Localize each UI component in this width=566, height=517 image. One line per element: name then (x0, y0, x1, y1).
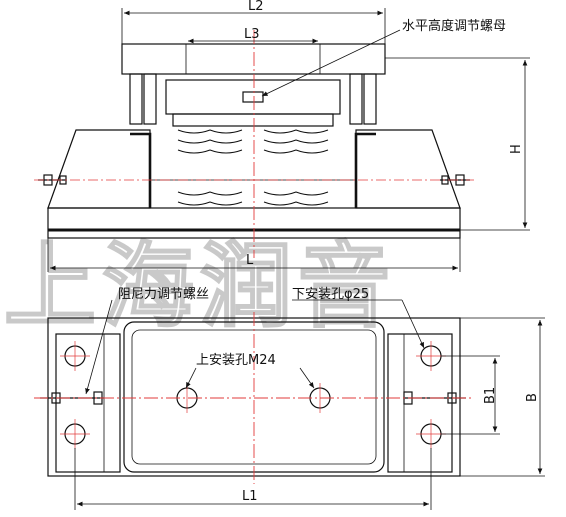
left-column-outer (129, 73, 143, 125)
top-plate (121, 43, 386, 75)
label-h: H (509, 144, 524, 154)
upper-hole-leader-left (185, 367, 197, 389)
lower-hole-leader (401, 299, 425, 349)
upper-springs (177, 129, 329, 154)
left-column-inner (143, 73, 157, 125)
upper-hole-leader-right (299, 367, 315, 389)
label-l: L (246, 253, 254, 268)
label-l1: L1 (242, 489, 258, 504)
plan-dimensions (74, 299, 545, 510)
callout-lower-hole: 下安装孔φ25 (292, 287, 369, 302)
right-column-outer (363, 73, 377, 125)
plan-damping-screw-left (40, 391, 104, 405)
base-body-right (355, 129, 461, 209)
cavity-wall-left (130, 132, 152, 208)
lower-springs (177, 191, 329, 206)
upper-housing (165, 79, 341, 115)
base-body-left (47, 129, 151, 209)
cavity-wall-right (354, 132, 376, 208)
label-b1: B1 (483, 387, 498, 404)
top-inner-plate (185, 43, 321, 75)
front-dimensions (47, 8, 530, 272)
label-l2: L2 (248, 0, 264, 14)
plan-right-block (387, 333, 453, 473)
hole-center-marks (60, 341, 446, 449)
label-b: B (525, 393, 540, 402)
spring-cap-plate (172, 113, 334, 127)
callout-leveling-nut: 水平高度调节螺母 (402, 18, 506, 34)
label-l3: L3 (244, 27, 260, 42)
damping-screw-leader (85, 299, 113, 395)
callout-upper-hole: 上安装孔M24 (196, 353, 276, 368)
right-column-inner (349, 73, 363, 125)
plan-view (40, 317, 466, 477)
leveling-nut-leader (261, 29, 401, 97)
leveling-nut (242, 91, 264, 103)
watermark-text: 上海润音 (4, 233, 396, 340)
callout-damping-screw: 阻尼力调节螺丝 (118, 287, 209, 302)
